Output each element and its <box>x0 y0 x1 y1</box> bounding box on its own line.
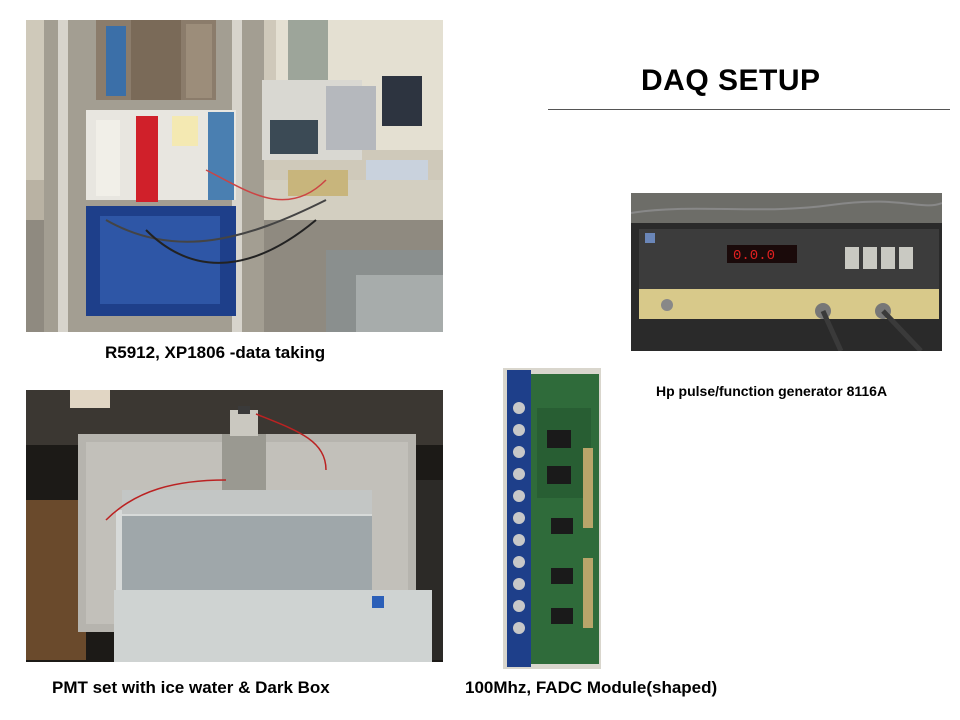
fadc-caption: 100Mhz, FADC Module(shaped) <box>465 678 718 697</box>
pmt-caption: PMT set with ice water & Dark Box <box>52 678 330 697</box>
rack-photo <box>26 20 443 332</box>
rack-caption: R5912, XP1806 -data taking <box>105 343 326 362</box>
generator-photo: 0.0.0 <box>631 193 942 351</box>
fadc-photo <box>503 368 601 669</box>
title-divider <box>548 109 950 110</box>
slide-title: DAQ SETUP <box>641 64 821 97</box>
svg-text:0.0.0: 0.0.0 <box>733 248 775 264</box>
pmt-photo <box>26 390 443 662</box>
generator-caption: Hp pulse/function generator 8116A <box>656 383 888 399</box>
